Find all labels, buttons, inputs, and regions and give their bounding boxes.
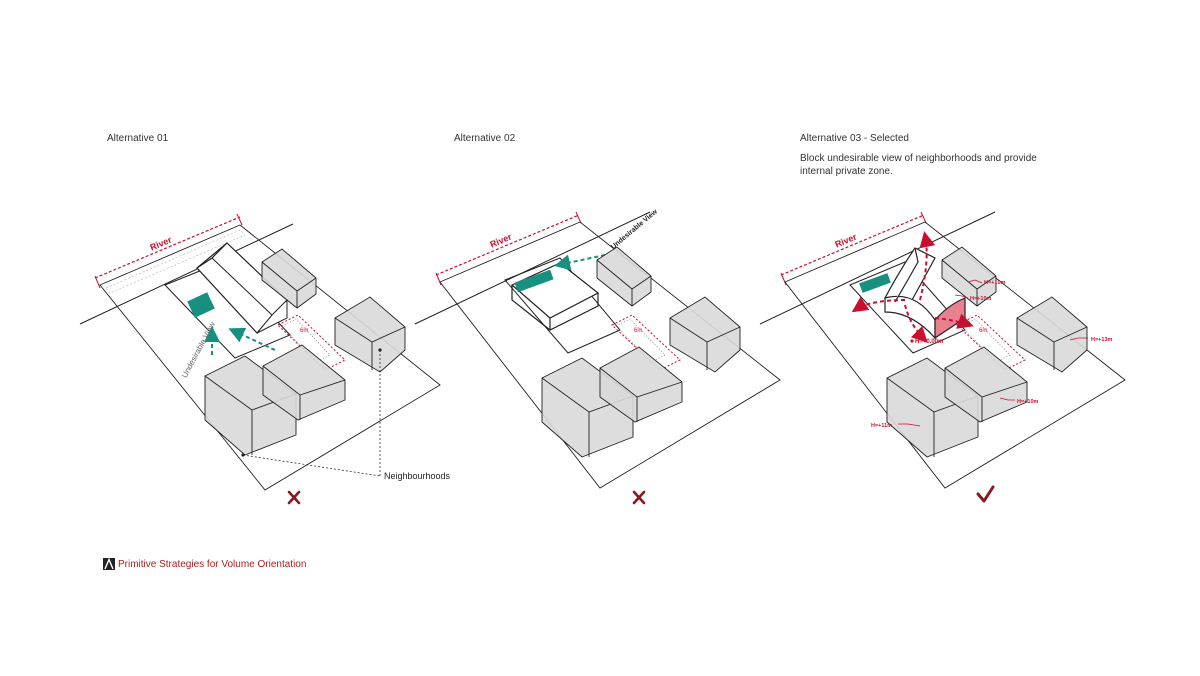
panel-3-diagram: River H=+0.00m 6m: [759, 211, 1126, 503]
setback-label: 6m: [979, 328, 987, 334]
check-icon: [976, 485, 995, 503]
courtyard-teal: [187, 292, 215, 318]
flow-arrow: [851, 296, 906, 313]
river-dimension: [780, 214, 925, 276]
neighbour-box: [596, 246, 652, 307]
neighbour-box: [941, 246, 997, 307]
courtyard-teal: [514, 269, 554, 293]
brand-logo-icon: [103, 558, 115, 570]
courtyard-teal: [859, 273, 891, 293]
setback-label: 6m: [300, 328, 308, 334]
height-label: H=+13m: [1091, 337, 1113, 343]
view-arrow: [228, 327, 276, 351]
neighbour-box: [944, 346, 1028, 423]
height-label: H=+10m: [1017, 399, 1039, 405]
panel-1-diagram: River Undesirable View 6m: [79, 213, 451, 505]
river-label: River: [488, 231, 513, 249]
height-label: H=+11m: [871, 423, 892, 429]
flow-arrow: [904, 304, 928, 343]
neighbourhoods-label: Neighbourhoods: [384, 471, 451, 481]
cross-icon: [632, 490, 646, 505]
height-label: H=+10m: [984, 280, 1006, 286]
setback-label: 6m: [634, 328, 642, 334]
height-label: H=+0.00m: [915, 339, 943, 345]
neighbour-box: [669, 296, 741, 373]
figure-caption: Primitive Strategies for Volume Orientat…: [103, 558, 306, 570]
neighbour-box: [262, 344, 346, 421]
flow-arrow: [919, 231, 936, 301]
flat-building: [510, 262, 600, 331]
caption-text: Primitive Strategies for Volume Orientat…: [118, 558, 307, 570]
undesirable-view-label: Undesirable View: [180, 320, 217, 379]
river-line: [79, 223, 294, 325]
river-line: [759, 211, 996, 325]
panel-1-title: Alternative 01: [107, 133, 169, 144]
undesirable-view-label: Undesirable View: [610, 208, 659, 251]
neighbour-box: [334, 296, 406, 373]
panel-2-title: Alternative 02: [454, 133, 516, 144]
river-dimension: [435, 214, 580, 276]
panel-3-title: Alternative 03 - Selected: [800, 133, 909, 144]
river-dimension: [94, 216, 241, 279]
river-label: River: [833, 231, 858, 249]
panel-3-description: Block undesirable view of neighborhoods …: [800, 153, 1037, 177]
neighbour-box: [1016, 296, 1088, 373]
view-arrow: [554, 254, 606, 271]
neighbour-box: [599, 346, 683, 423]
flow-arrow: [934, 313, 974, 329]
gable-building: [196, 242, 288, 334]
panel-2-diagram: River Undesirable View 6m: [414, 208, 781, 505]
height-label: H=+10m: [970, 296, 992, 302]
cross-icon: [287, 490, 301, 505]
river-line: [414, 211, 651, 325]
curved-building: [884, 247, 966, 340]
neighbour-box: [261, 248, 317, 309]
